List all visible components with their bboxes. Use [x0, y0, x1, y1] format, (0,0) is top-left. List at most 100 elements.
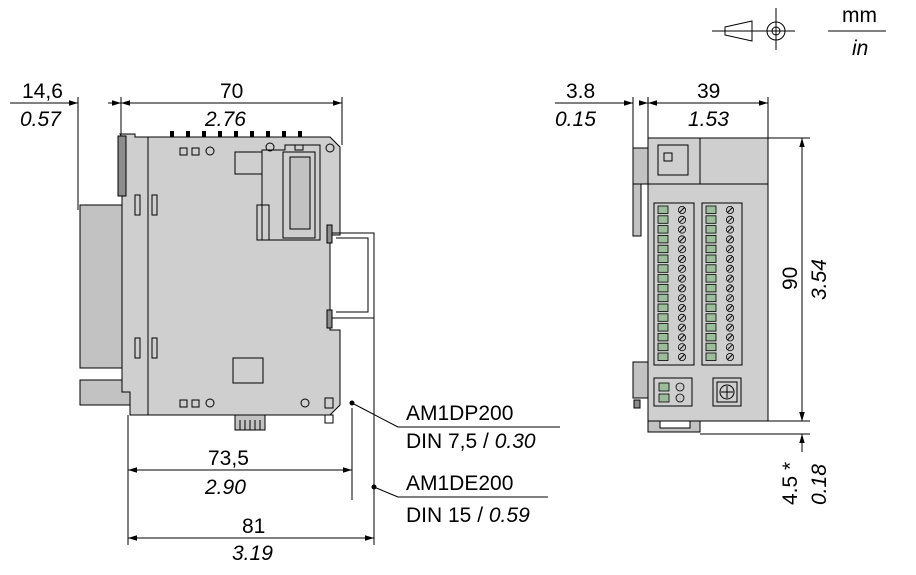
terminal-screw-slot — [679, 265, 685, 272]
terminal-slot — [705, 244, 717, 254]
front-dimensions: 3.8 0.15 39 1.53 90 3.54 4.5 * 0.18 — [555, 80, 831, 505]
terminal-slot — [657, 323, 669, 332]
terminal-screw-slot — [679, 295, 685, 302]
terminal-slot — [705, 293, 717, 303]
terminal-screw-slot — [727, 226, 733, 233]
terminal-screw-slot — [679, 354, 685, 360]
terminal-slot — [705, 215, 717, 224]
terminal-screw-slot — [679, 344, 685, 351]
terminal-slot — [705, 342, 717, 352]
terminal-screw-slot — [727, 256, 733, 262]
terminal-slot — [657, 332, 669, 342]
terminal-screw-slot — [727, 275, 733, 282]
front-dim-height-in: 3.54 — [808, 259, 831, 300]
front-dim-width-mm: 39 — [697, 80, 720, 103]
dim-rail1-in: 2.90 — [204, 476, 246, 499]
terminal-slot — [705, 323, 717, 332]
terminal-slot — [657, 254, 669, 263]
am1de200-din-mm: DIN 15 / — [406, 504, 489, 527]
terminal-screw-slot — [727, 305, 733, 311]
terminal-slot — [705, 254, 717, 263]
din-rail-inner — [336, 237, 369, 313]
terminal-slot — [705, 205, 717, 214]
terminal-slot — [657, 293, 669, 303]
terminal-screw-slot — [679, 334, 685, 341]
din-rail-outer — [330, 232, 375, 319]
terminal-slot — [657, 303, 669, 312]
terminal-screw-slot — [727, 334, 733, 341]
terminal-screw-slot — [727, 314, 733, 321]
terminal-slot — [657, 205, 669, 214]
terminal-slot — [705, 225, 717, 234]
terminal-screw-slot — [727, 285, 733, 292]
terminal-screw-slot — [727, 344, 733, 351]
unit-mm-label: mm — [842, 4, 877, 27]
terminal-screw-slot — [679, 216, 685, 223]
front-dim-bottom-mm: 4.5 * — [779, 462, 802, 505]
terminal-screw-slot — [679, 285, 685, 292]
terminal-slot — [657, 264, 669, 273]
callout-am1de200-din: DIN 15 / 0.59 — [406, 504, 530, 527]
terminal-rows — [657, 205, 735, 361]
terminal-slot — [657, 215, 669, 224]
side-dimensions: 14,6 0.57 70 2.76 73,5 2.90 81 3.19 — [10, 80, 375, 565]
unit-in-label: in — [852, 37, 868, 60]
terminal-slot — [705, 352, 717, 361]
terminal-screw-slot — [679, 324, 685, 331]
callout-am1de200-ref: AM1DE200 — [406, 472, 513, 495]
terminal-screw-slot — [679, 207, 685, 213]
module-side-body — [119, 133, 341, 416]
terminal-slot — [657, 342, 669, 352]
terminal-screw-slot — [727, 295, 733, 302]
terminal-screw-slot — [727, 236, 733, 243]
front-dim-offset-in: 0.15 — [555, 108, 596, 131]
terminal-screw-slot — [727, 207, 733, 213]
terminal-slot — [705, 283, 717, 293]
front-dim-width-in: 1.53 — [688, 108, 729, 131]
terminal-slot — [657, 313, 669, 322]
front-dim-offset-mm: 3.8 — [566, 80, 595, 103]
terminal-slot — [705, 274, 717, 283]
terminal-screw-slot — [727, 265, 733, 272]
dim-offset-in: 0.57 — [20, 108, 62, 131]
terminal-screw-slot — [679, 256, 685, 262]
terminal-slot — [657, 283, 669, 293]
callout-am1dp200-din: DIN 7,5 / 0.30 — [406, 430, 536, 453]
terminal-screw-slot — [727, 216, 733, 223]
dim-rail2-mm: 81 — [242, 515, 265, 538]
terminal-screw-slot — [727, 246, 733, 253]
terminal-screw-slot — [679, 305, 685, 311]
terminal-slot — [705, 264, 717, 273]
terminal-screw-slot — [679, 236, 685, 243]
terminal-slot — [657, 352, 669, 361]
am1de200-din-in: 0.59 — [489, 504, 530, 527]
terminal-slot — [705, 313, 717, 322]
dim-width-in: 2.76 — [204, 108, 246, 131]
terminal-slot — [657, 234, 669, 244]
terminal-screw-slot — [727, 354, 733, 360]
terminal-screw-slot — [679, 246, 685, 253]
callouts: AM1DP200 DIN 7,5 / 0.30 AM1DE200 DIN 15 … — [351, 402, 560, 527]
side-view — [79, 131, 377, 490]
front-dim-bottom-in: 0.18 — [808, 464, 831, 505]
dim-rail2-in: 3.19 — [232, 542, 273, 565]
terminal-slot — [705, 234, 717, 244]
am1dp200-din-in: 0.30 — [495, 430, 536, 453]
terminal-slot — [657, 244, 669, 254]
top-pins — [170, 131, 302, 137]
terminal-screw-slot — [679, 226, 685, 233]
rear-connector-block — [79, 204, 123, 369]
projection-symbol-icon — [712, 8, 795, 50]
dim-width-mm: 70 — [220, 80, 243, 103]
front-view — [632, 137, 769, 433]
front-dim-height-mm: 90 — [779, 267, 802, 290]
dim-rail1-mm: 73,5 — [208, 447, 249, 470]
terminal-slot — [657, 225, 669, 234]
terminal-slot — [705, 332, 717, 342]
dim-offset-mm: 14,6 — [22, 80, 63, 103]
terminal-screw-slot — [679, 275, 685, 282]
terminal-slot — [657, 274, 669, 283]
callout-am1dp200-ref: AM1DP200 — [406, 402, 513, 425]
am1dp200-din-mm: DIN 7,5 / — [406, 430, 495, 453]
